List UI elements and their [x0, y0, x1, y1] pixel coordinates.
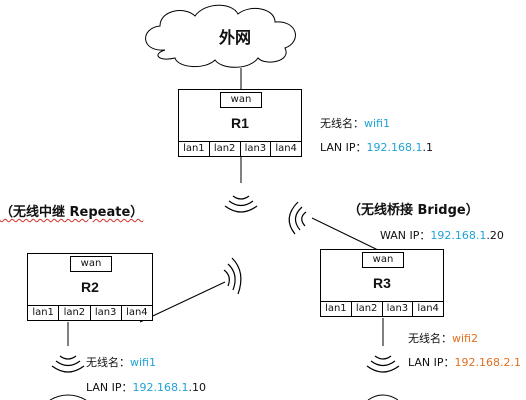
r1-name: R1	[231, 115, 249, 131]
r2-ip-line: LAN IP：192.168.1.10	[86, 379, 206, 395]
r3-lan3-port: lan3	[381, 302, 413, 316]
r3-name: R3	[373, 275, 391, 291]
r3-ip: 192.168.2.1	[454, 356, 521, 369]
r2-ssid: wifi1	[130, 356, 156, 369]
r2-uplink-wifi-icon	[223, 257, 242, 295]
r3-ip-line: LAN IP：192.168.2.1	[408, 354, 521, 370]
r3-lan-ports: lan1 lan2 lan3 lan4	[320, 301, 444, 317]
r3-mode-heading: （无线桥接 Bridge）	[348, 203, 479, 218]
r1-ip-line: LAN IP：192.168.1.1	[320, 139, 433, 155]
r3-uplink-wifi-icon	[288, 201, 307, 235]
router-r3: wan R3 lan1 lan2 lan3 lan4	[320, 249, 444, 317]
r2-ip-label: LAN IP：	[86, 381, 133, 394]
internet-cloud-icon	[145, 4, 296, 68]
r3-wan-port: wan	[362, 252, 404, 268]
r1-wan-port: wan	[220, 92, 262, 108]
r2-ip-prefix: 192.168.	[132, 381, 182, 394]
r1-lan4-port: lan4	[270, 142, 301, 156]
router-r1: wan R1 lan1 lan2 lan3 lan4	[178, 89, 302, 157]
r3-lan2-port: lan2	[350, 302, 382, 316]
r2-lan1-port: lan1	[28, 306, 59, 320]
r2-ip-mid: 1	[181, 381, 189, 394]
r1-lan2-port: lan2	[208, 142, 240, 156]
cloud-label: 外网	[219, 28, 252, 47]
r2-lan3-port: lan3	[89, 306, 121, 320]
r3-ip-label: LAN IP：	[408, 356, 455, 369]
r2-mode-heading: （无线中继 Repeate）	[0, 205, 144, 220]
r1-lan1-port: lan1	[179, 142, 209, 156]
r3-wan-ip-label: WAN IP：	[380, 229, 431, 242]
r3-wan-ip-mid: 1	[479, 229, 487, 242]
r2-name: R2	[81, 279, 99, 295]
r3-lan4-port: lan4	[412, 302, 443, 316]
r1-ip-mid: 1	[415, 141, 423, 154]
r3-wan-ip-prefix: 192.168.	[430, 229, 480, 242]
r2-ssid-label: 无线名：	[86, 356, 130, 369]
r2-wan-port: wan	[70, 256, 112, 272]
r2-ssid-line: 无线名：wifi1	[86, 354, 156, 370]
r1-ip-prefix: 192.168.	[366, 141, 416, 154]
r2-lan2-port: lan2	[58, 306, 90, 320]
r1-lan3-port: lan3	[239, 142, 271, 156]
r3-ssid: wifi2	[452, 332, 478, 345]
r2-lan-ports: lan1 lan2 lan3 lan4	[27, 305, 153, 321]
r1-ssid: wifi1	[364, 117, 390, 130]
r1-wifi-signal-icon	[224, 195, 258, 213]
r1-ssid-label: 无线名：	[320, 117, 364, 130]
r3-ssid-line: 无线名：wifi2	[408, 330, 478, 346]
r2-lan4-port: lan4	[120, 306, 152, 320]
r3-ssid-label: 无线名：	[408, 332, 452, 345]
r3-wan-ip-line: WAN IP：192.168.1.20	[380, 227, 504, 243]
r3-wan-ip-suffix: .20	[486, 229, 504, 242]
r1-ip-label: LAN IP：	[320, 141, 367, 154]
r1-lan-ports: lan1 lan2 lan3 lan4	[178, 141, 302, 157]
r2-wifi-signal-icon	[51, 355, 85, 373]
router-r2: wan R2 lan1 lan2 lan3 lan4	[27, 253, 153, 321]
r3-lan1-port: lan1	[321, 302, 351, 316]
r3-wifi-signal-icon	[366, 355, 400, 373]
r1-ip-suffix: .1	[422, 141, 434, 154]
r2-ip-suffix: .10	[188, 381, 207, 394]
r1-ssid-line: 无线名：wifi1	[320, 115, 390, 131]
